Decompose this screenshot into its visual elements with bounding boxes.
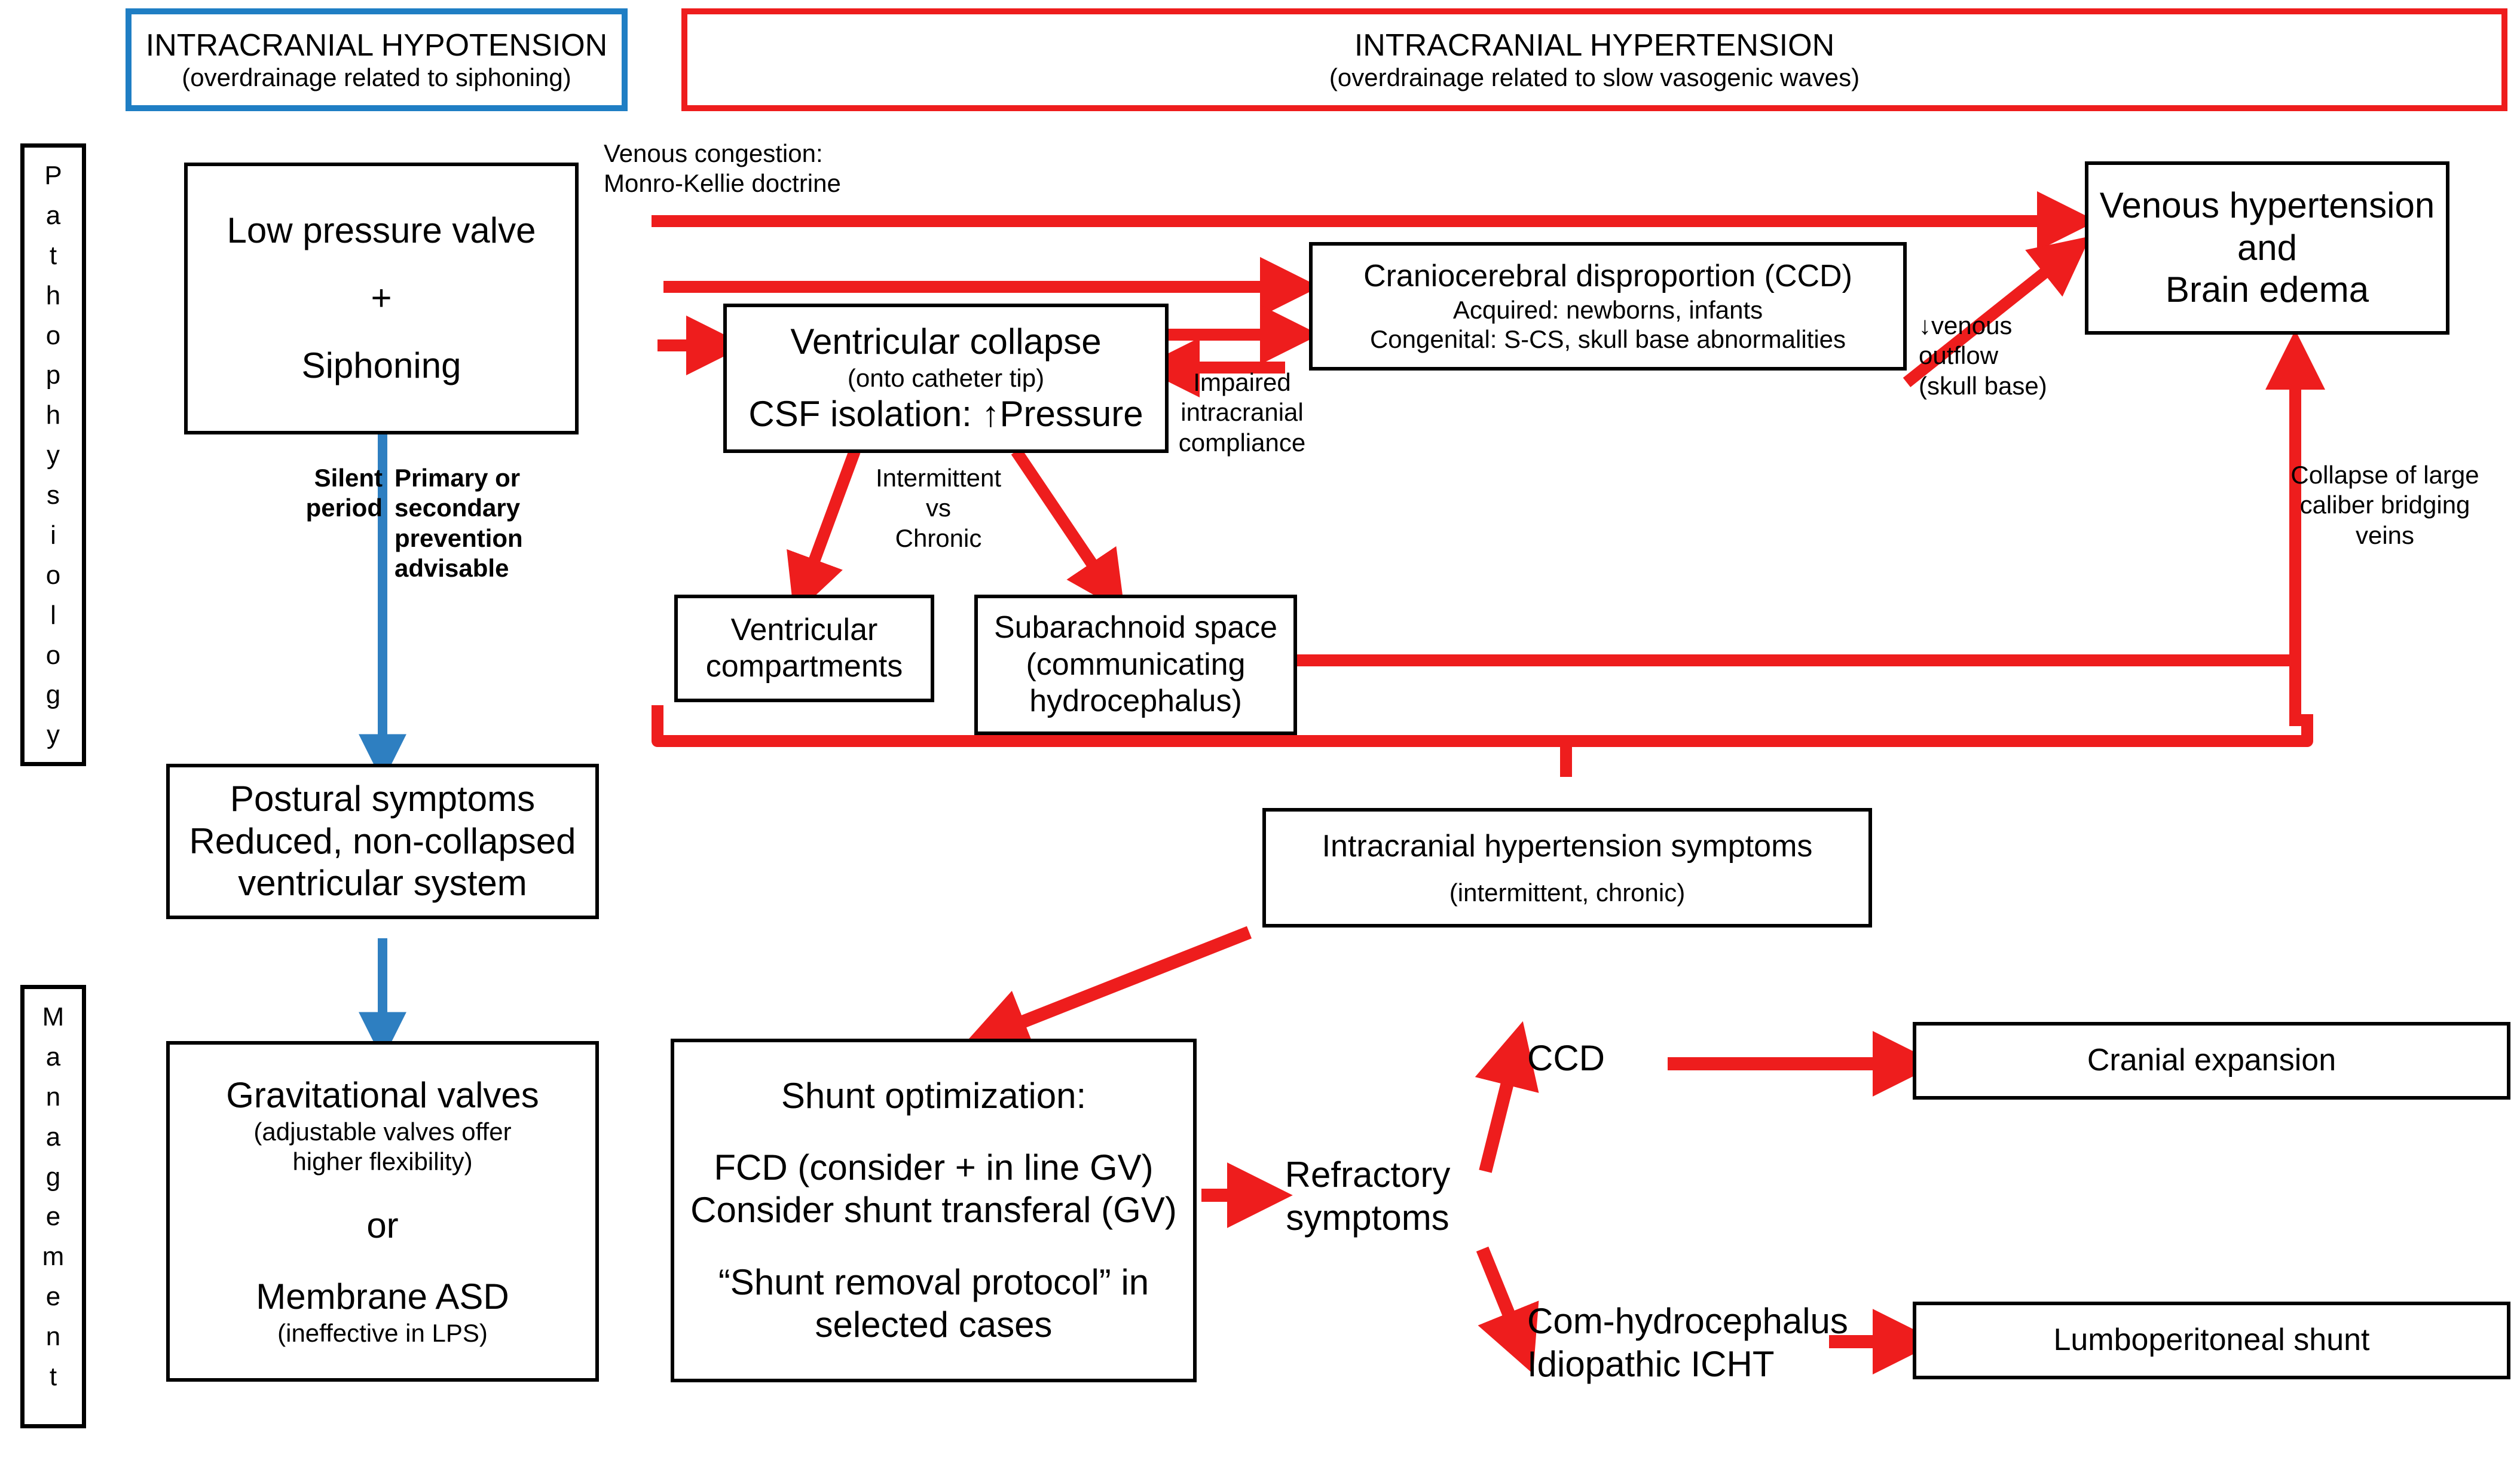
box-gravitational-valves: Gravitational valves (adjustable valves … <box>166 1041 599 1382</box>
arrow-refractory-to-ccd <box>1475 1021 1539 1173</box>
header-intracranial-hypertension: INTRACRANIAL HYPERTENSION (overdrainage … <box>681 8 2507 111</box>
header-hypertension-title: INTRACRANIAL HYPERTENSION <box>1354 28 1835 63</box>
postural-line3: ventricular system <box>238 863 527 904</box>
vm-n2: n <box>45 1322 61 1351</box>
box-ventricular-compartments: Ventricular compartments <box>674 595 934 702</box>
ccd-line2: Acquired: newborns, infants <box>1452 295 1763 324</box>
low-pressure-valve-line1: Low pressure valve <box>227 210 536 251</box>
lumboperitoneal-shunt-label: Lumboperitoneal shunt <box>2053 1323 2370 1358</box>
box-postural-symptoms: Postural symptoms Reduced, non-collapsed… <box>166 764 599 919</box>
box-subarachnoid-space: Subarachnoid space (communicating hydroc… <box>974 595 1297 735</box>
ventricular-collapse-line2: (onto catheter tip) <box>847 364 1045 393</box>
vl-t: t <box>49 240 57 270</box>
vm-M: M <box>42 1002 65 1031</box>
box-lumboperitoneal-shunt: Lumboperitoneal shunt <box>1913 1302 2510 1379</box>
box-cranial-expansion: Cranial expansion <box>1913 1022 2510 1100</box>
label-refractory-symptoms: Refractory symptoms <box>1285 1155 1451 1238</box>
venous-hypertension-line1: Venous hypertension <box>2099 185 2435 225</box>
ventricular-collapse-line1: Ventricular collapse <box>790 322 1102 362</box>
vl-s: s <box>47 480 60 510</box>
cranial-expansion-label: Cranial expansion <box>2087 1043 2336 1078</box>
vm-m: m <box>42 1242 65 1272</box>
vl-g: g <box>45 680 61 710</box>
box-shunt-optimization: Shunt optimization: FCD (consider + in l… <box>671 1039 1197 1382</box>
low-pressure-valve-plus: + <box>371 278 392 319</box>
label-intermittent-vs-chronic: Intermittent vs Chronic <box>875 464 1002 552</box>
section-label-pathophysiology: P a t h o p h y s i o l o g y <box>20 143 86 766</box>
label-silent-period: Silent period <box>305 464 383 522</box>
grav-line5: Membrane ASD <box>256 1277 509 1317</box>
vl-h2: h <box>45 400 61 430</box>
ventricular-compartments-line2: compartments <box>705 649 903 684</box>
subarachnoid-line3: hydrocephalus) <box>1029 684 1242 719</box>
label-ccd-node: CCD <box>1527 1038 1605 1078</box>
grav-line4-or: or <box>366 1205 399 1246</box>
vl-p: P <box>44 161 62 190</box>
vm-a2: a <box>45 1122 61 1152</box>
box-craniocerebral-disproportion: Craniocerebral disproportion (CCD) Acqui… <box>1309 242 1907 371</box>
label-primary-secondary-prevention: Primary or secondary prevention advisabl… <box>394 464 523 583</box>
vl-i: i <box>50 520 56 550</box>
ich-symptoms-line1: Intracranial hypertension symptoms <box>1322 828 1813 864</box>
label-impaired-compliance: Impaired intracranial compliance <box>1178 368 1306 457</box>
label-venous-congestion: Venous congestion: Monro-Kellie doctrine <box>604 139 841 198</box>
shunt-line2: FCD (consider + in line GV) <box>714 1147 1154 1188</box>
vl-o2: o <box>45 560 61 590</box>
grav-line6: (ineffective in LPS) <box>277 1318 488 1347</box>
grav-line3: higher flexibility) <box>292 1147 473 1176</box>
box-low-pressure-valve: Low pressure valve + Siphoning <box>184 163 579 434</box>
ich-symptoms-line2: (intermittent, chronic) <box>1449 878 1686 907</box>
vl-o3: o <box>45 640 61 670</box>
venous-hypertension-line2: and <box>2237 227 2298 268</box>
box-ich-symptoms: Intracranial hypertension symptoms (inte… <box>1262 808 1872 928</box>
vl-o: o <box>45 320 61 350</box>
low-pressure-valve-line3: Siphoning <box>301 345 461 385</box>
bracket-to-ich-symptoms <box>652 705 2313 747</box>
vl-p2: p <box>45 360 61 390</box>
vm-n: n <box>45 1082 61 1112</box>
label-venous-outflow: ↓venous outflow (skull base) <box>1919 311 2047 400</box>
vl-l: l <box>50 600 56 630</box>
arrow-vc-to-subarachnoid <box>1011 448 1125 613</box>
vm-g: g <box>45 1162 61 1192</box>
shunt-line4: “Shunt removal protocol” in <box>718 1262 1149 1302</box>
shunt-line1: Shunt optimization: <box>781 1075 1087 1116</box>
box-venous-hypertension-brain-edema: Venous hypertension and Brain edema <box>2085 161 2449 335</box>
vl-y2: y <box>47 720 60 750</box>
ccd-line1: Craniocerebral disproportion (CCD) <box>1363 259 1852 294</box>
vl-a: a <box>45 200 61 230</box>
subarachnoid-line1: Subarachnoid space <box>993 610 1278 645</box>
arrow-ich-to-shunt-optimization <box>962 926 1252 1052</box>
vl-h: h <box>45 280 61 310</box>
ventricular-collapse-line3: CSF isolation: ↑Pressure <box>748 393 1143 434</box>
label-bridging-veins: Collapse of large caliber bridging veins <box>2290 461 2479 549</box>
section-label-management: M a n a g e m e n t <box>20 985 86 1428</box>
arrow-vc-to-compartments <box>787 449 861 616</box>
arrow-refractory-to-comhydro <box>1476 1246 1539 1374</box>
subarachnoid-line2: (communicating <box>1026 647 1246 682</box>
vm-a: a <box>45 1042 61 1072</box>
vl-y: y <box>47 440 60 470</box>
header-intracranial-hypotension: INTRACRANIAL HYPOTENSION (overdrainage r… <box>126 8 628 111</box>
grav-line2: (adjustable valves offer <box>253 1118 512 1146</box>
label-com-hydrocephalus: Com-hydrocephalus Idiopathic ICHT <box>1527 1301 1848 1384</box>
box-ventricular-collapse: Ventricular collapse (onto catheter tip)… <box>723 304 1169 453</box>
vm-e2: e <box>45 1282 61 1312</box>
postural-line2: Reduced, non-collapsed <box>189 821 576 861</box>
header-hypotension-title: INTRACRANIAL HYPOTENSION <box>145 28 608 63</box>
ccd-line3: Congenital: S-CS, skull base abnormaliti… <box>1369 325 1846 354</box>
vm-e: e <box>45 1202 61 1232</box>
postural-line1: Postural symptoms <box>230 778 536 819</box>
header-hypertension-subtitle: (overdrainage related to slow vasogenic … <box>1329 63 1860 91</box>
shunt-line5: selected cases <box>815 1304 1053 1345</box>
venous-hypertension-line3: Brain edema <box>2165 270 2369 310</box>
ventricular-compartments-line1: Ventricular <box>730 612 878 647</box>
shunt-line3: Consider shunt transferal (GV) <box>690 1190 1177 1231</box>
vm-t: t <box>49 1361 57 1391</box>
grav-line1: Gravitational valves <box>226 1075 539 1116</box>
header-hypotension-subtitle: (overdrainage related to siphoning) <box>182 63 571 91</box>
